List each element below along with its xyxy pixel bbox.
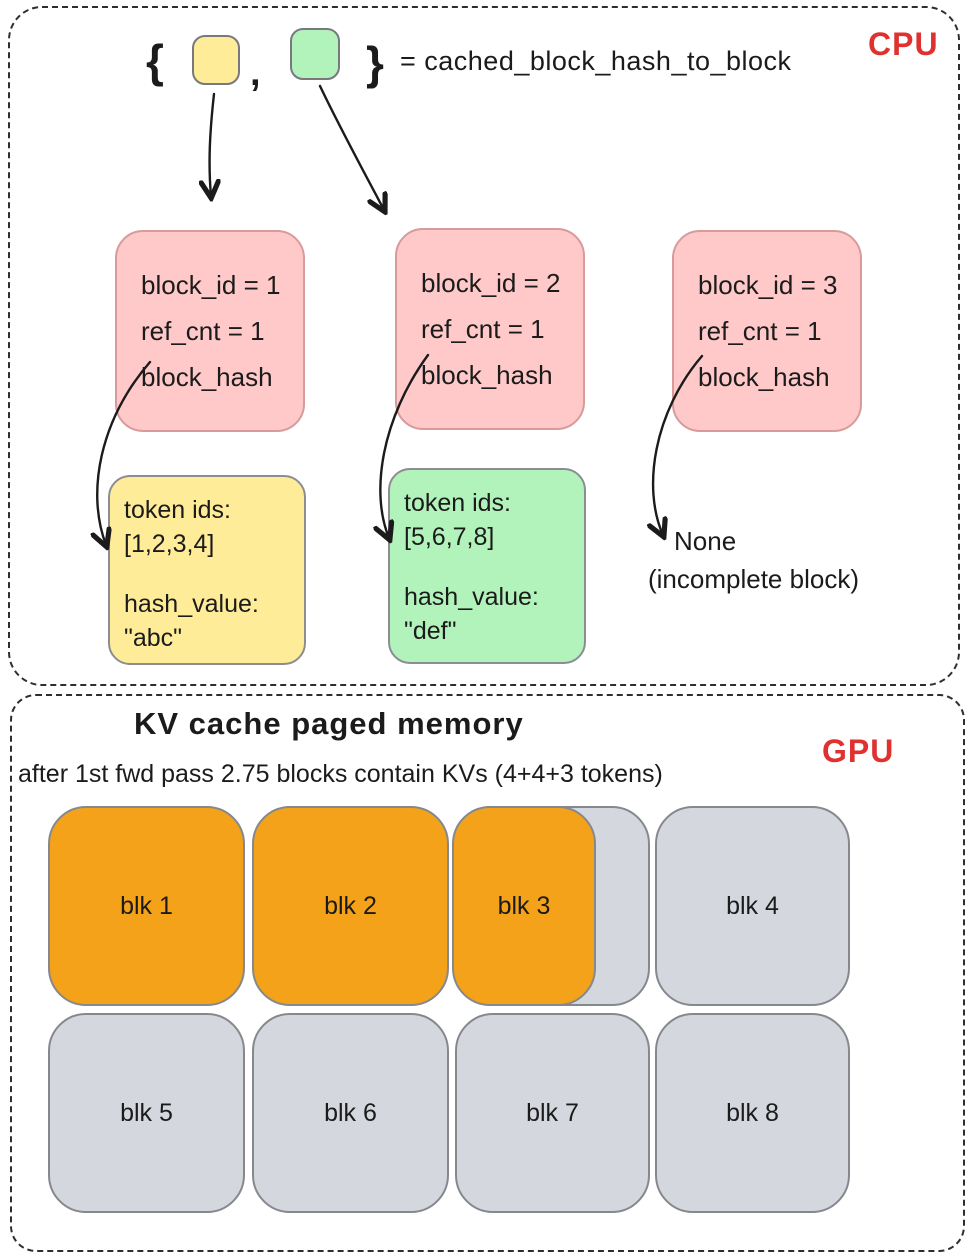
token-box-yellow-tokens-label: token ids: bbox=[124, 496, 232, 524]
gpu-block-3: blk 3 bbox=[452, 806, 596, 1006]
legend-mapping-text: = cached_block_hash_to_block bbox=[400, 46, 792, 76]
gpu-block-7: blk 7 bbox=[455, 1013, 650, 1213]
block1-id: block_id = 1 bbox=[141, 270, 281, 300]
gpu-panel bbox=[10, 694, 965, 1252]
token-box-green-hash-value: "def" bbox=[404, 617, 457, 645]
gpu-block-5: blk 5 bbox=[48, 1013, 245, 1213]
legend-open-brace: { bbox=[146, 35, 164, 87]
cpu-panel bbox=[8, 6, 960, 686]
gpu-subtitle: after 1st fwd pass 2.75 blocks contain K… bbox=[18, 760, 663, 788]
gpu-block-1-label: blk 1 bbox=[120, 891, 173, 920]
block3-id: block_id = 3 bbox=[698, 270, 838, 300]
spacer bbox=[404, 554, 570, 580]
gpu-block-5-label: blk 5 bbox=[120, 1098, 173, 1127]
gpu-block-1: blk 1 bbox=[48, 806, 245, 1006]
token-box-green-tokens-label: token ids: bbox=[404, 489, 512, 517]
gpu-label: GPU bbox=[822, 733, 895, 769]
token-box-yellow-tokens-value: [1,2,3,4] bbox=[124, 530, 215, 558]
legend-close-brace: } bbox=[366, 37, 384, 89]
cpu-label: CPU bbox=[868, 26, 939, 62]
none-note-line2: (incomplete block) bbox=[648, 564, 859, 594]
block-meta-1: block_id = 1 ref_cnt = 1 block_hash bbox=[115, 230, 305, 432]
token-box-green-hash-label: hash_value: bbox=[404, 583, 539, 611]
token-box-yellow-hash-value: "abc" bbox=[124, 624, 183, 652]
block3-hash: block_hash bbox=[698, 362, 830, 392]
spacer bbox=[124, 561, 290, 587]
none-note: None (incomplete block) bbox=[648, 522, 948, 598]
block1-refcnt: ref_cnt = 1 bbox=[141, 316, 265, 346]
gpu-block-6: blk 6 bbox=[252, 1013, 449, 1213]
yellow-hash-key-swatch bbox=[192, 35, 240, 85]
gpu-block-8-label: blk 8 bbox=[726, 1098, 779, 1127]
token-box-green-tokens-value: [5,6,7,8] bbox=[404, 523, 495, 551]
gpu-block-7-label: blk 7 bbox=[526, 1098, 579, 1127]
gpu-block-6-label: blk 6 bbox=[324, 1098, 377, 1127]
legend-comma: , bbox=[250, 52, 261, 94]
gpu-title: KV cache paged memory bbox=[134, 706, 524, 741]
token-box-yellow-hash-label: hash_value: bbox=[124, 590, 259, 618]
gpu-block-8: blk 8 bbox=[655, 1013, 850, 1213]
block-meta-2: block_id = 2 ref_cnt = 1 block_hash bbox=[395, 228, 585, 430]
block-meta-3: block_id = 3 ref_cnt = 1 block_hash bbox=[672, 230, 862, 432]
block1-hash: block_hash bbox=[141, 362, 273, 392]
block2-refcnt: ref_cnt = 1 bbox=[421, 314, 545, 344]
gpu-block-2-label: blk 2 bbox=[324, 891, 377, 920]
gpu-block-3-label: blk 3 bbox=[497, 891, 551, 920]
block3-refcnt: ref_cnt = 1 bbox=[698, 316, 822, 346]
green-hash-key-swatch bbox=[290, 28, 340, 80]
token-box-green: token ids: [5,6,7,8] hash_value: "def" bbox=[388, 468, 586, 664]
gpu-block-2: blk 2 bbox=[252, 806, 449, 1006]
block2-hash: block_hash bbox=[421, 360, 553, 390]
token-box-yellow: token ids: [1,2,3,4] hash_value: "abc" bbox=[108, 475, 306, 665]
gpu-block-4-label: blk 4 bbox=[726, 891, 779, 920]
gpu-block-4: blk 4 bbox=[655, 806, 850, 1006]
block2-id: block_id = 2 bbox=[421, 268, 561, 298]
none-note-line1: None bbox=[674, 526, 737, 556]
